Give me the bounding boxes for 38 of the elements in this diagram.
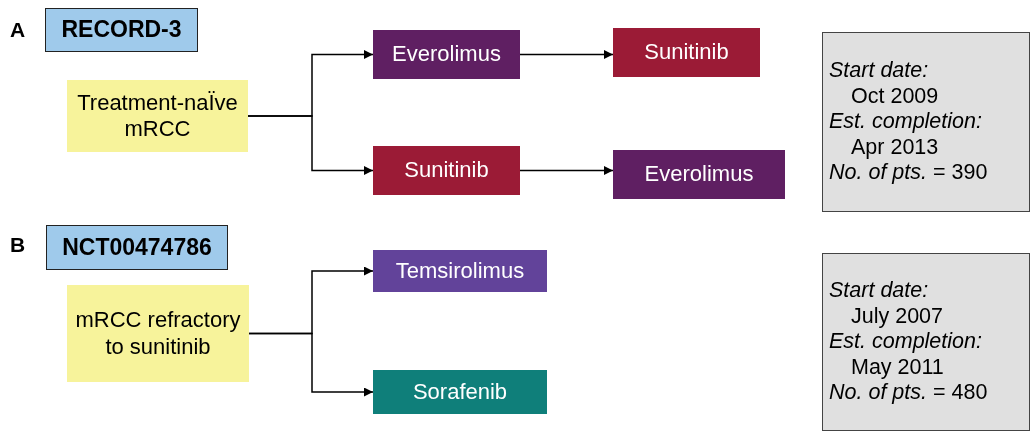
treatment-box	[373, 146, 520, 195]
field-label: Start date:	[829, 278, 929, 304]
node-label: RECORD-3	[61, 16, 182, 44]
field-label: No. of pts. = 480	[829, 380, 988, 406]
node-label: Sunitinib	[644, 39, 729, 66]
treatment-box	[613, 150, 785, 199]
trial-name-box	[45, 8, 198, 52]
field-label: No. of pts. = 390	[829, 160, 988, 186]
arrow	[248, 332, 374, 397]
field-label: Est. completion:	[829, 109, 982, 135]
arrow	[247, 115, 374, 175]
arrow	[519, 50, 614, 59]
trial-info-box	[822, 253, 1030, 431]
arrow	[519, 166, 614, 175]
treatment-box	[373, 370, 547, 414]
trial-name-box	[46, 225, 228, 270]
treatment-box	[373, 250, 547, 292]
node-label: Treatment-naÏve mRCC	[76, 89, 239, 143]
field-value: May 2011	[850, 354, 944, 381]
trial-info-box	[822, 32, 1030, 212]
node-label: Everolimus	[644, 161, 754, 188]
population-box	[67, 285, 249, 382]
panel-letter: A	[10, 18, 26, 42]
treatment-box	[613, 28, 760, 77]
field-value: Oct 2009	[850, 83, 939, 110]
field-value: Apr 2013	[850, 134, 939, 161]
field-value: July 2007	[850, 303, 944, 330]
field-label: Est. completion:	[829, 329, 982, 355]
node-label: mRCC refractory to sunitinib	[74, 307, 242, 360]
node-label: Sunitinib	[404, 157, 489, 184]
field-label: Start date:	[829, 58, 929, 84]
node-label: Everolimus	[392, 41, 501, 68]
node-label: Temsirolimus	[395, 257, 525, 285]
node-label: Sorafenib	[412, 378, 508, 406]
population-box	[67, 80, 248, 152]
treatment-box	[373, 30, 520, 79]
panel-letter: B	[10, 233, 26, 257]
node-label: NCT00474786	[62, 233, 212, 262]
